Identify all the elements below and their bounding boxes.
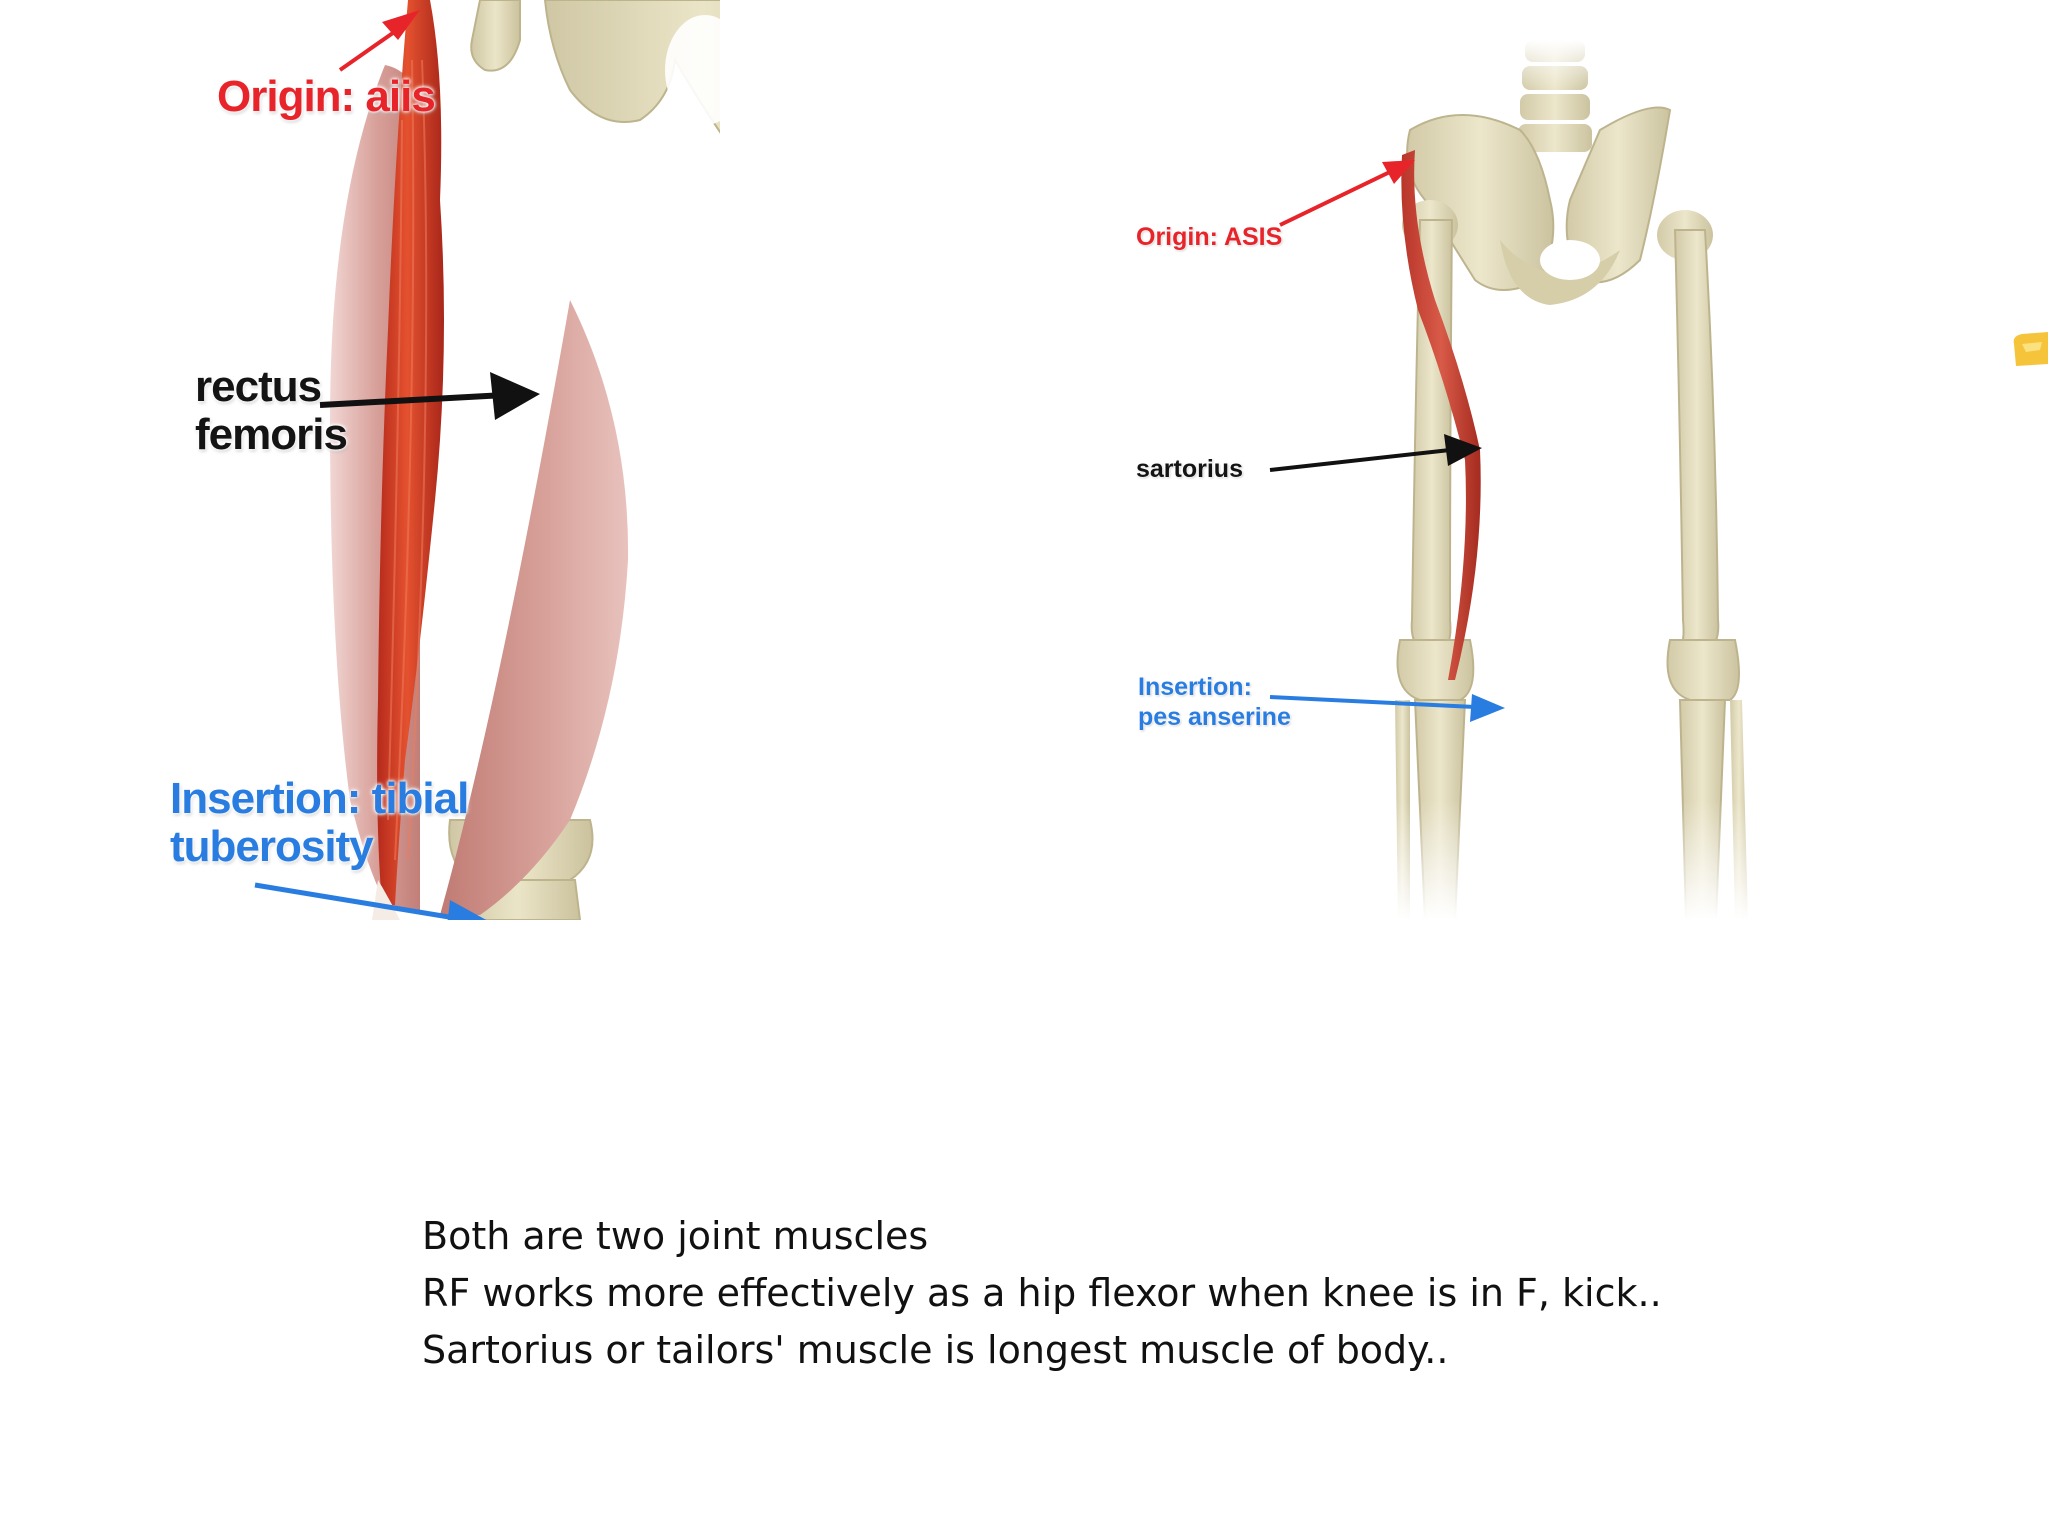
caption-line-2: RF works more effectively as a hip flexo…	[422, 1271, 1662, 1315]
lower-leg-bones	[1380, 699, 1760, 920]
rectus-femoris-illustration	[254, 0, 720, 920]
pelvis-bone	[1406, 106, 1672, 305]
caption-text: Both are two joint muscles RF works more…	[422, 1208, 1662, 1379]
yellow-tab-icon	[2013, 332, 2048, 366]
muscle-label-line2: femoris	[195, 410, 348, 459]
muscle-arrow	[319, 372, 540, 420]
caption-line-3: Sartorius or tailors' muscle is longest …	[422, 1328, 1449, 1372]
muscle-arrow	[1269, 434, 1482, 472]
insertion-label-line2: pes anserine	[1138, 703, 1291, 731]
sartorius-panel: Origin: ASIS sartorius Insertion: pes an…	[1080, 0, 1760, 920]
muscle-label-line1: rectus	[195, 362, 322, 411]
spine	[1518, 40, 1600, 152]
origin-label: Origin: ASIS	[1136, 223, 1283, 251]
sartorius-muscle	[1401, 150, 1481, 680]
origin-arrow	[338, 10, 420, 72]
insertion-label-line2: tuberosity	[170, 822, 374, 871]
vastus-medialis	[440, 300, 629, 915]
insertion-label-line1: Insertion:	[1138, 673, 1252, 701]
knee-bones	[1396, 639, 1740, 701]
insertion-arrow	[254, 882, 487, 920]
muscle-label: sartorius	[1136, 455, 1243, 483]
insertion-label-line1: Insertion: tibial	[170, 774, 469, 823]
pelvis-bone	[470, 0, 720, 134]
origin-label: Origin: aiis	[217, 72, 436, 121]
insertion-arrow	[1269, 694, 1505, 722]
caption-line-1: Both are two joint muscles	[422, 1214, 929, 1258]
rectus-femoris-panel: Origin: aiis rectus femoris Insertion: t…	[150, 0, 720, 920]
sartorius-illustration	[1269, 40, 1760, 920]
origin-arrow	[1279, 160, 1415, 227]
